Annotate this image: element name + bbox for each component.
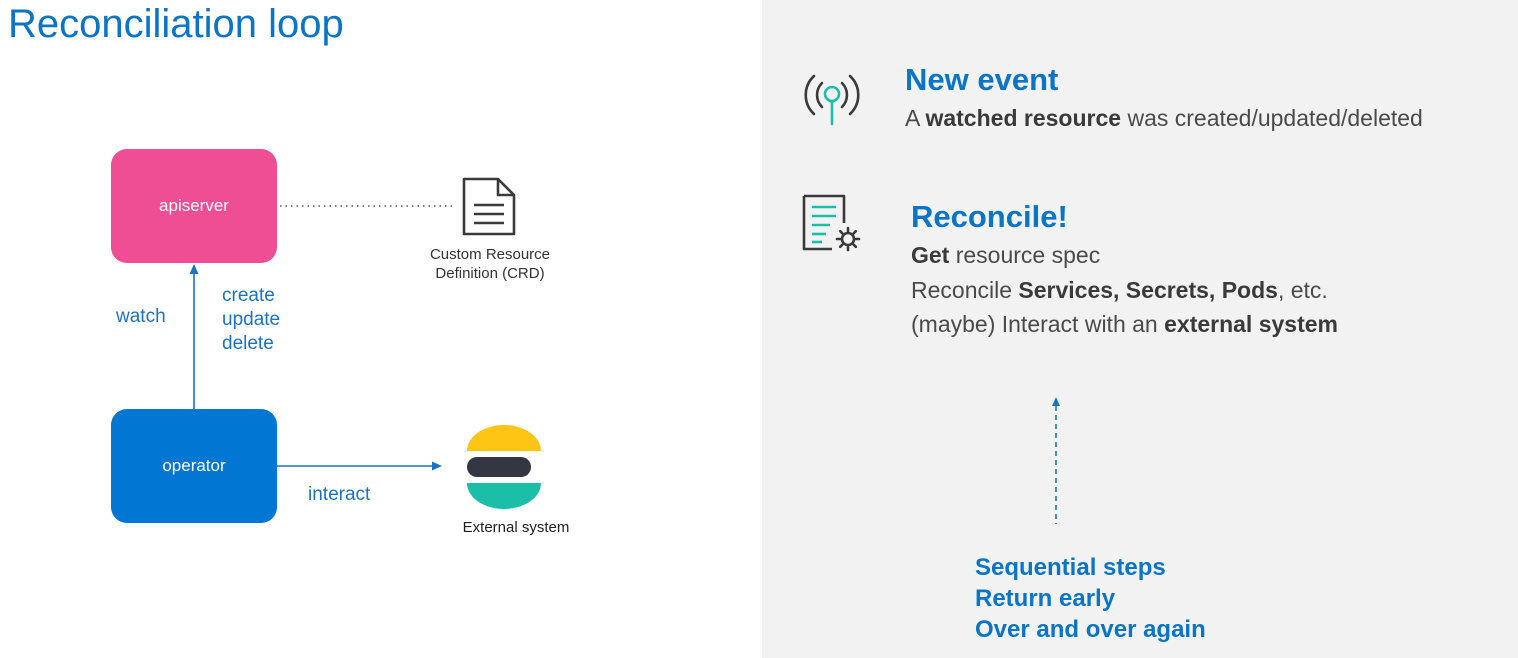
reconcile-title: Reconcile!	[911, 199, 1068, 234]
watch-label: watch	[116, 306, 166, 327]
operator-label: operator	[162, 456, 226, 475]
reconcile-line2: Reconcile Services, Secrets, Pods, etc.	[911, 277, 1328, 304]
new-event-text-bold: watched resource	[925, 105, 1122, 131]
new-event-title: New event	[905, 62, 1059, 97]
reconcile-line2-end: , etc.	[1277, 277, 1328, 303]
watch-arrow-head	[189, 264, 199, 274]
external-system-label: External system	[462, 519, 570, 536]
update-label: update	[222, 309, 281, 330]
reconcile-line1-rest: resource spec	[949, 242, 1101, 268]
apiserver-label: apiserver	[159, 196, 229, 215]
document-gear-icon	[802, 194, 861, 252]
right-panel	[762, 0, 1518, 658]
antenna-signal-icon	[804, 74, 860, 126]
interact-arrow-head	[432, 461, 442, 471]
step-over-again: Over and over again	[975, 616, 1206, 643]
step-return-early: Return early	[975, 585, 1116, 612]
step-sequential: Sequential steps	[975, 554, 1166, 581]
document-icon	[462, 177, 516, 236]
crd-label-line1: Custom Resource	[429, 246, 551, 263]
reconcile-line3-bold: external system	[1164, 311, 1338, 337]
apiserver-box: apiserver	[111, 149, 277, 263]
steps-list: Sequential steps Return early Over and o…	[975, 552, 1206, 645]
delete-label: delete	[222, 333, 274, 354]
reconcile-line1: Get resource spec	[911, 242, 1100, 269]
operator-box: operator	[111, 409, 277, 523]
create-label: create	[222, 285, 275, 306]
reconcile-line3-start: (maybe) Interact with an	[911, 311, 1165, 337]
elastic-logo-icon	[467, 425, 541, 509]
new-event-text: A watched resource was created/updated/d…	[905, 105, 1423, 132]
reconcile-line1-bold: Get	[911, 242, 950, 268]
diagram-connectors	[189, 205, 455, 471]
reconcile-line2-bold: Services, Secrets, Pods	[1018, 277, 1278, 303]
sequence-arrow	[1052, 397, 1060, 524]
reconcile-line3: (maybe) Interact with an external system	[911, 311, 1338, 338]
crd-label: Custom Resource Definition (CRD)	[410, 245, 570, 283]
page-title: Reconciliation loop	[8, 2, 344, 46]
crud-labels: create update delete	[222, 284, 280, 356]
crd-label-line2: Definition (CRD)	[435, 265, 545, 282]
reconcile-line2-start: Reconcile	[911, 277, 1019, 303]
new-event-text-after: was created/updated/deleted	[1121, 105, 1423, 131]
new-event-text-before: A	[905, 105, 926, 131]
sequence-arrow-head	[1052, 397, 1060, 406]
interact-label: interact	[308, 484, 371, 505]
